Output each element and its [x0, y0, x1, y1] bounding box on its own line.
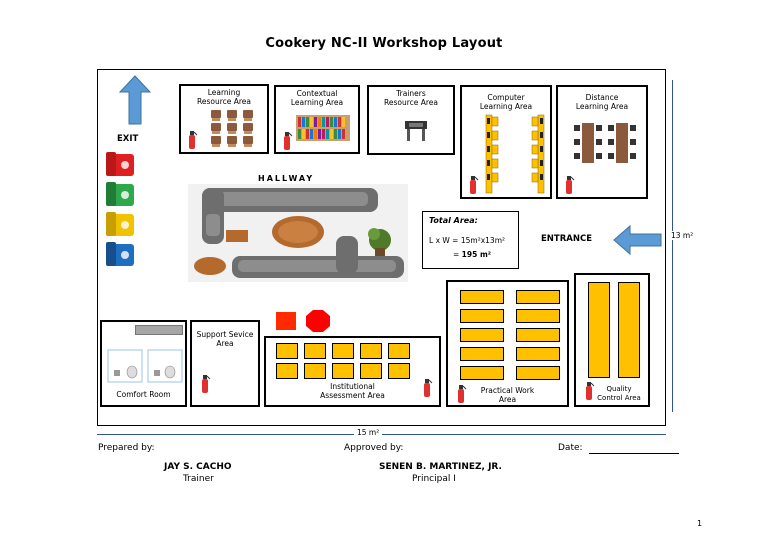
- preparer-name: JAY S. CACHO: [164, 462, 232, 472]
- total-area-formula: L x W = 15m²x13m²: [429, 236, 506, 245]
- approved-by-label: Approved by:: [344, 443, 404, 453]
- chair-icon: [211, 110, 253, 147]
- toilet-icon: [107, 349, 183, 383]
- total-area-box: Total Area: L x W = 15m²x13m² = 195 m²: [422, 211, 519, 269]
- comfort-room: Comfort Room: [100, 320, 187, 407]
- approver-title: Principal I: [412, 474, 456, 484]
- learning-resource-area: Learning Resource Area: [179, 84, 269, 154]
- support-service-label: Support Sevice Area: [196, 330, 254, 348]
- trainers-resource-label: Trainers Resource Area: [383, 89, 439, 107]
- red-marker-square: [276, 312, 296, 330]
- table-icon: [574, 123, 636, 163]
- height-dimension-label: 13 m²: [671, 231, 694, 240]
- total-area-result: = 195 m²: [453, 250, 491, 259]
- exit-label: EXIT: [117, 134, 139, 144]
- height-dimension-line: [672, 80, 673, 412]
- fire-extinguisher-icon: [284, 132, 293, 150]
- comfort-room-label: Comfort Room: [116, 390, 171, 399]
- fire-extinguisher-icon: [189, 131, 198, 149]
- date-label: Date:: [558, 443, 583, 453]
- red-marker-octagon: [306, 310, 330, 332]
- entrance-arrow-icon: [613, 224, 662, 256]
- exit-arrow-icon: [118, 75, 152, 125]
- fire-extinguisher-icon: [586, 382, 595, 400]
- total-area-result-prefix: =: [453, 250, 462, 259]
- distance-learning-area: Distance Learning Area: [556, 85, 648, 199]
- page-title: Cookery NC-II Workshop Layout: [265, 36, 503, 51]
- practical-work-area: Practical Work Area: [446, 280, 569, 407]
- floor-plan: [97, 69, 666, 426]
- distance-learning-label: Distance Learning Area: [575, 93, 629, 111]
- page-number: 1: [697, 519, 703, 528]
- desk-icon: [405, 121, 427, 141]
- institutional-assessment-area: Institutional Assessment Area: [264, 336, 441, 407]
- preparer-title: Trainer: [183, 474, 214, 484]
- computer-learning-area: Computer Learning Area: [460, 85, 552, 199]
- trash-bin-icon: [106, 152, 134, 266]
- practical-work-label: Practical Work Area: [480, 386, 535, 404]
- sink-icon: [135, 325, 183, 335]
- date-line: [589, 453, 679, 454]
- approver-name: SENEN B. MARTINEZ, JR.: [379, 462, 502, 472]
- learning-resource-label: Learning Resource Area: [196, 88, 252, 106]
- entrance-label: ENTRANCE: [541, 234, 592, 244]
- support-service-area: Support Sevice Area: [190, 320, 260, 407]
- bookshelf-icon: [296, 115, 350, 141]
- quality-control-area: Quality Control Area: [574, 273, 650, 407]
- prepared-by-label: Prepared by:: [98, 443, 155, 453]
- fire-extinguisher-icon: [458, 385, 467, 403]
- total-area-result-value: 195 m²: [461, 250, 492, 259]
- contextual-learning-area: Contextual Learning Area: [274, 85, 360, 154]
- institutional-assessment-label: Institutional Assessment Area: [320, 382, 385, 400]
- computer-learning-label: Computer Learning Area: [479, 93, 533, 111]
- fire-extinguisher-icon: [202, 375, 211, 393]
- total-area-heading: Total Area:: [429, 216, 478, 225]
- hallway-label: HALLWAY: [258, 174, 315, 183]
- trainers-resource-area: Trainers Resource Area: [367, 85, 455, 155]
- fire-extinguisher-icon: [470, 176, 479, 194]
- width-dimension-label: 15 m²: [354, 428, 383, 437]
- desk-icon: [485, 114, 545, 194]
- fire-extinguisher-icon: [424, 379, 433, 397]
- fire-extinguisher-icon: [566, 176, 575, 194]
- contextual-learning-label: Contextual Learning Area: [290, 89, 344, 107]
- sofa-icon: [188, 184, 408, 282]
- quality-control-label: Quality Control Area: [597, 385, 641, 402]
